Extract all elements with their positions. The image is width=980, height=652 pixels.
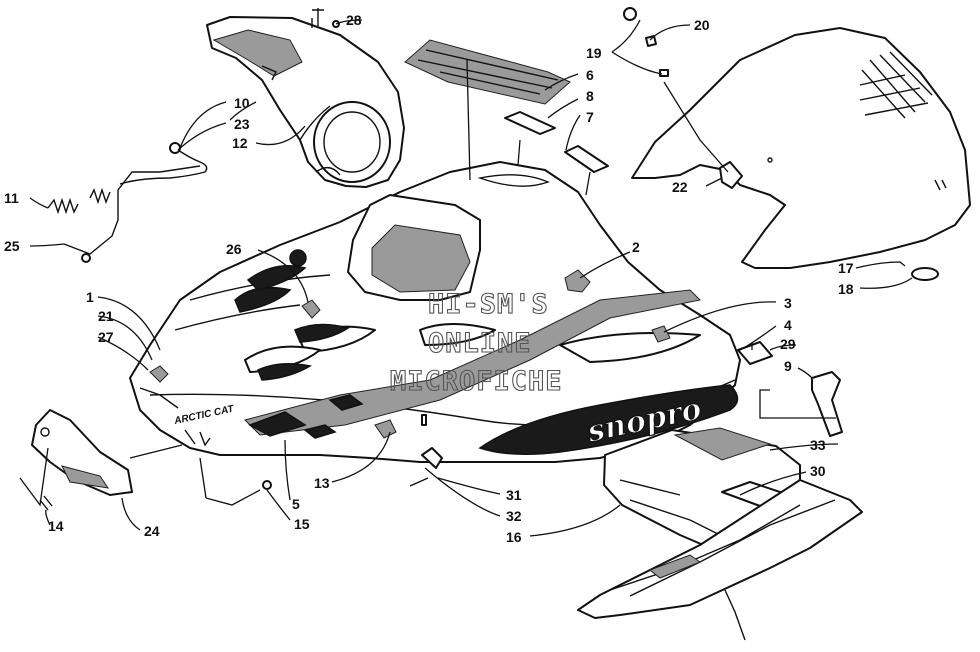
callout-1: 1	[86, 289, 94, 305]
callout-32: 32	[506, 508, 522, 524]
callout-29: 29	[780, 336, 796, 352]
callout-6: 6	[586, 67, 594, 83]
callout-27: 27	[98, 329, 114, 345]
callout-16: 16	[506, 529, 522, 545]
callout-26: 26	[226, 241, 242, 257]
hood: snopro ARCTIC CAT	[129, 161, 741, 463]
callout-20: 20	[694, 17, 710, 33]
watermark-line-1: HI-SM'S	[428, 289, 549, 320]
callout-15: 15	[294, 516, 310, 532]
lower-panel-assembly	[577, 427, 863, 641]
watermark-line-2: ONLINE	[428, 328, 532, 359]
callout-7: 7	[586, 109, 594, 125]
callout-labels: 1 2 3 4 5 6 7 8 9 10 11 12 13 14 15 16 1…	[4, 12, 854, 545]
windshield	[631, 27, 971, 269]
callout-30: 30	[810, 463, 826, 479]
callout-5: 5	[292, 496, 300, 512]
callout-14: 14	[48, 518, 64, 534]
front-handle	[31, 409, 133, 511]
hardware-parts	[47, 7, 939, 490]
callout-19: 19	[586, 45, 602, 61]
callout-8: 8	[586, 88, 594, 104]
front-cowl-duct	[206, 16, 405, 188]
callout-13: 13	[314, 475, 330, 491]
callout-11: 11	[4, 190, 19, 206]
callout-2: 2	[632, 239, 640, 255]
watermark: HI-SM'S ONLINE MICROFICHE	[389, 288, 563, 397]
callout-10: 10	[234, 95, 250, 111]
callout-23: 23	[234, 116, 250, 132]
callout-3: 3	[784, 295, 792, 311]
callout-4: 4	[784, 317, 792, 333]
watermark-line-3: MICROFICHE	[390, 366, 563, 397]
callout-28: 28	[346, 12, 362, 28]
callout-31: 31	[506, 487, 522, 503]
callout-33: 33	[810, 437, 826, 453]
leader-lines	[19, 19, 913, 537]
callout-24: 24	[144, 523, 160, 539]
top-decal-set	[404, 39, 609, 173]
callout-18: 18	[838, 281, 854, 297]
callout-21: 21	[98, 308, 114, 324]
callout-25: 25	[4, 238, 20, 254]
callout-9: 9	[784, 358, 792, 374]
callout-22: 22	[672, 179, 688, 195]
callout-12: 12	[232, 135, 248, 151]
callout-17: 17	[838, 260, 854, 276]
